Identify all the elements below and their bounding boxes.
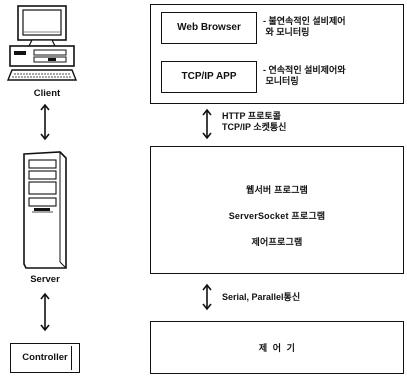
- tcpip-app-label: TCP/IP APP: [181, 71, 237, 82]
- controller-label: Controller: [22, 352, 68, 363]
- tcpip-app-desc: - 연속적인 설비제어와 모니터링: [263, 65, 346, 86]
- web-browser-label: Web Browser: [177, 22, 241, 33]
- server-tower-illustration: [20, 150, 70, 270]
- server-label: Server: [30, 274, 60, 285]
- server-controller-arrow-icon: [40, 292, 50, 332]
- server-tower-icon: [23, 151, 67, 269]
- client-computer-illustration: [6, 4, 80, 86]
- server-socket-program-label: ServerSocket 프로그램: [228, 211, 326, 221]
- controller-side-bar: [71, 346, 77, 370]
- client-label: Client: [33, 88, 61, 99]
- serial-parallel-arrow-icon: [202, 283, 212, 311]
- web-browser-box: Web Browser: [161, 12, 257, 44]
- tcpip-app-box: TCP/IP APP: [161, 61, 257, 93]
- controller-box-label: 제 어 기: [258, 343, 296, 353]
- client-server-arrow-icon: [40, 103, 50, 141]
- http-tcp-arrow-icon: [202, 108, 212, 140]
- controller-device: Controller: [10, 343, 80, 373]
- client-apps-box: Web Browser - 불연속적인 설비제어 와 모니터링 TCP/IP A…: [150, 4, 404, 104]
- web-browser-desc: - 불연속적인 설비제어 와 모니터링: [263, 16, 346, 37]
- client-computer-icon: [6, 5, 78, 81]
- control-program-label: 제어프로그램: [251, 237, 303, 247]
- protocol-label-2: TCP/IP 소켓통신: [222, 122, 287, 132]
- controller-box: 제 어 기: [150, 321, 404, 374]
- serial-parallel-label: Serial, Parallel통신: [222, 292, 301, 302]
- web-server-program-label: 웹서버 프로그램: [245, 185, 309, 195]
- protocol-label-1: HTTP 프로토콜: [222, 111, 281, 121]
- server-programs-box: 웹서버 프로그램 ServerSocket 프로그램 제어프로그램: [150, 146, 404, 274]
